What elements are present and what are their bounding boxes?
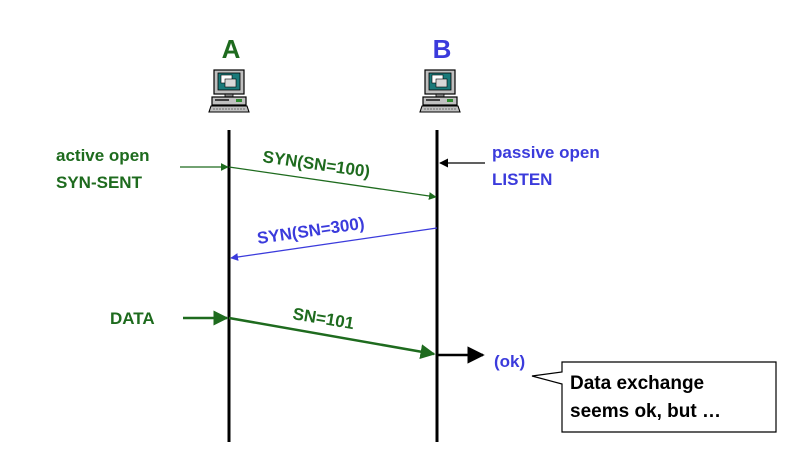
- syn-sent-label: SYN-SENT: [56, 173, 143, 192]
- callout-line-2: seems ok, but …: [570, 401, 721, 422]
- syn-b-arrow: [230, 227, 438, 261]
- callout-box: [531, 361, 777, 433]
- passive-open-label: passive open: [492, 143, 600, 162]
- listen-label: LISTEN: [492, 170, 552, 189]
- host-a-label: A: [222, 34, 241, 64]
- active-open-label: active open: [56, 146, 150, 165]
- ok-label: (ok): [494, 352, 525, 371]
- host-b-label: B: [433, 34, 452, 64]
- callout-line-1: Data exchange: [570, 373, 704, 394]
- data-label: DATA: [110, 309, 155, 328]
- syn-a-label: SYN(SN=100): [261, 147, 371, 181]
- syn-a-arrow: [228, 166, 437, 200]
- data-segment-arrow: [228, 316, 436, 360]
- computer-icon: [208, 69, 250, 113]
- data-segment-label: SN=101: [291, 304, 355, 333]
- computer-icon: [419, 69, 461, 113]
- syn-b-label: SYN(SN=300): [256, 214, 366, 248]
